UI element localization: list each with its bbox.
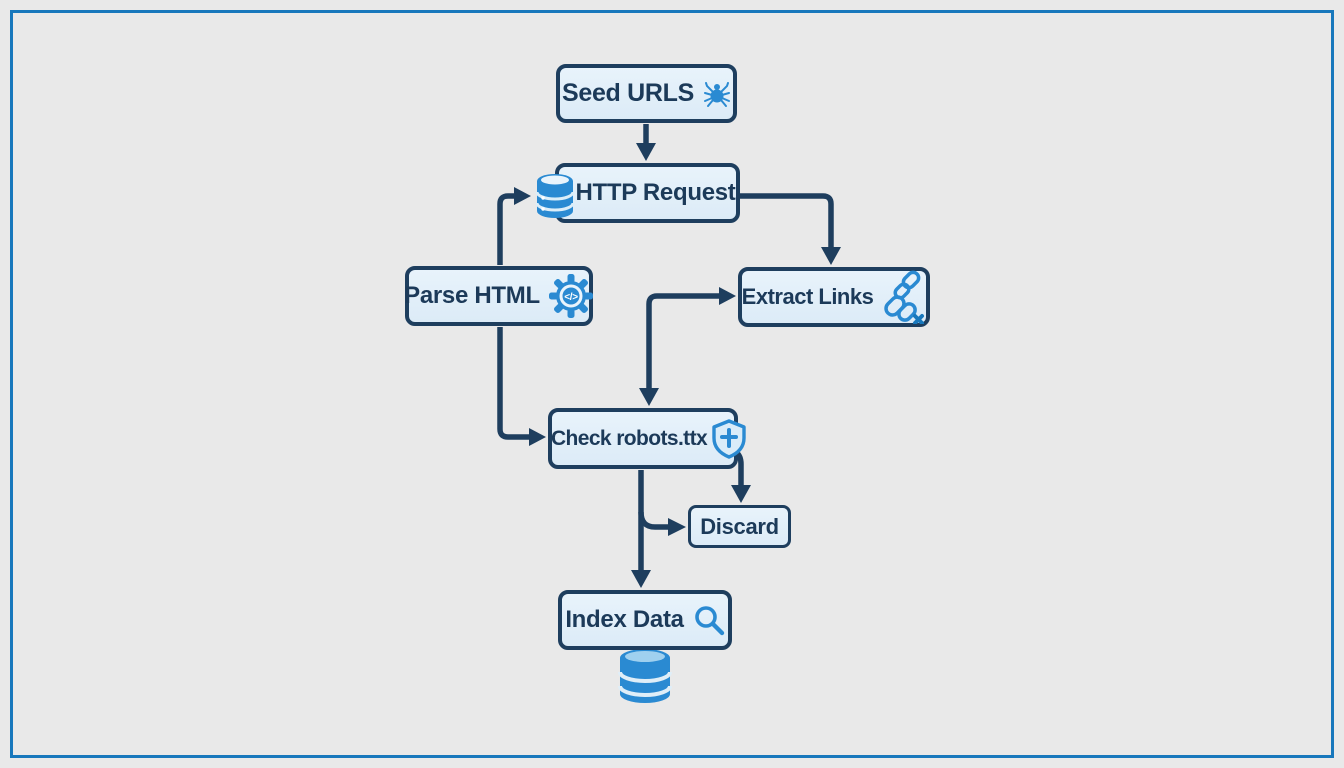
edge-parse-to-http — [497, 193, 514, 265]
gear-code-icon: </> — [548, 273, 594, 319]
edge-branch-to-discard — [638, 511, 668, 530]
node-label: HTTP Request — [575, 179, 736, 206]
arrowhead — [514, 187, 531, 205]
svg-text:</>: </> — [564, 292, 578, 303]
node-seed-urls: Seed URLS — [556, 64, 737, 123]
node-extract-links: Extract Links — [738, 267, 930, 327]
node-index-data: Index Data — [558, 590, 732, 650]
edge-parse-to-check — [497, 327, 529, 440]
arrowhead — [731, 485, 751, 503]
edge-junction-extract-check — [646, 293, 719, 388]
magnifier-icon — [693, 604, 725, 636]
arrowhead — [631, 570, 651, 588]
arrowhead — [529, 428, 546, 446]
arrowhead — [719, 287, 736, 305]
node-label: Extract Links — [741, 284, 874, 309]
node-http-request: HTTP Request — [535, 163, 740, 223]
node-label: Seed URLS — [561, 79, 695, 107]
arrowhead — [821, 247, 841, 265]
node-parse-html: Parse HTML </> — [404, 266, 594, 326]
arrowhead — [636, 143, 656, 161]
database-icon — [533, 172, 577, 222]
node-label: Index Data — [565, 606, 684, 633]
node-label: Discard — [700, 513, 779, 539]
spider-icon — [703, 80, 731, 108]
node-label: Parse HTML — [404, 282, 540, 309]
node-label: Check robots.ttx — [550, 426, 708, 450]
arrowhead — [668, 518, 686, 536]
node-discard: Discard — [688, 505, 791, 548]
shield-icon — [711, 418, 747, 459]
database-cylinder-icon — [618, 649, 672, 703]
node-check-robots: Check robots.ttx — [548, 408, 746, 469]
arrowhead — [639, 388, 659, 406]
edge-http-to-extract — [740, 193, 834, 247]
broken-link-icon — [878, 270, 926, 324]
border-frame — [10, 10, 1334, 758]
